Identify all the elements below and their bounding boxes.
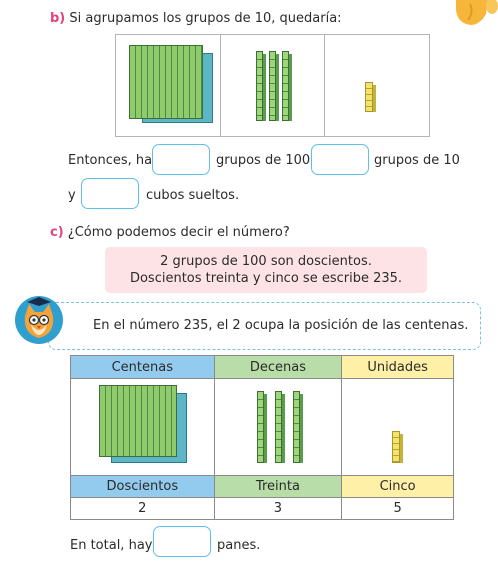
centenas-picture	[70, 378, 215, 476]
decenas-picture	[213, 378, 343, 476]
value-centenas: 2	[70, 497, 215, 520]
answer-line-1: Entonces, hay	[68, 153, 160, 168]
owl-teacher-avatar	[15, 296, 63, 344]
header-unidades: Unidades	[341, 355, 454, 379]
answer-line-2-text-b: cubos sueltos.	[146, 188, 240, 203]
name-decenas: Treinta	[213, 475, 343, 498]
ten-rod	[274, 391, 285, 463]
tens-cell	[221, 35, 326, 136]
total-line-text-a: En total, hay	[70, 538, 153, 553]
total-line-text-b: panes.	[217, 538, 261, 553]
owl-teacher-icon	[24, 297, 54, 338]
section-b-text: Si agrupamos los grupos de 10, quedaría:	[69, 11, 342, 26]
speech-bubble-text: En el número 235, el 2 ocupa la posición…	[93, 318, 469, 333]
hundred-flat	[99, 385, 177, 457]
section-c-text: ¿Cómo podemos decir el número?	[67, 225, 290, 240]
speech-bubble	[48, 302, 481, 350]
unidades-picture	[341, 378, 454, 476]
section-b-heading: b) Si agrupamos los grupos de 10, quedar…	[50, 11, 342, 26]
table-header-row: Centenas Decenas Unidades	[70, 355, 454, 379]
info-note-line-2: Doscientos treinta y cinco se escribe 23…	[129, 271, 403, 286]
unit-cubes	[392, 431, 404, 463]
name-centenas: Doscientos	[70, 475, 215, 498]
table-names-row: Doscientos Treinta Cinco	[70, 475, 454, 498]
header-decenas: Decenas	[213, 355, 343, 379]
ten-rod	[292, 391, 303, 463]
value-decenas: 3	[213, 497, 343, 520]
units-cell	[325, 35, 429, 136]
name-unidades: Cinco	[341, 475, 454, 498]
hundred-flat	[129, 45, 203, 119]
grouped-blocks-figure	[115, 34, 430, 137]
hundreds-groups-input[interactable]	[152, 144, 210, 175]
section-c-heading: c) ¿Cómo podemos decir el número?	[50, 225, 290, 240]
tens-groups-input[interactable]	[311, 144, 369, 175]
answer-line-1-text-a: Entonces, hay	[68, 153, 160, 168]
ten-rod	[281, 51, 292, 121]
answer-line-1-text-c: grupos de 10	[374, 153, 460, 168]
ten-rod	[255, 51, 266, 121]
place-value-table: Centenas Decenas Unidades Doscientos Tre…	[70, 355, 454, 520]
mascot-corner-illustration	[456, 0, 498, 25]
ten-rod	[268, 51, 279, 121]
answer-line-2-text-a: y	[68, 188, 76, 203]
info-note-line-1: 2 grupos de 100 son doscientos.	[160, 254, 372, 269]
ten-rod	[256, 391, 267, 463]
total-input[interactable]	[153, 526, 211, 557]
section-c-letter: c)	[50, 225, 64, 240]
hundreds-cell	[116, 35, 221, 136]
answer-line-1-text-b: grupos de 100,	[216, 153, 315, 168]
loose-cubes-input[interactable]	[81, 178, 139, 209]
table-values-row: 2 3 5	[70, 497, 454, 520]
header-centenas: Centenas	[70, 355, 215, 379]
table-picture-row	[70, 378, 454, 476]
unit-cubes	[365, 82, 377, 112]
value-unidades: 5	[341, 497, 454, 520]
info-note: 2 grupos de 100 son doscientos. Doscient…	[105, 247, 427, 293]
section-b-letter: b)	[50, 11, 66, 26]
